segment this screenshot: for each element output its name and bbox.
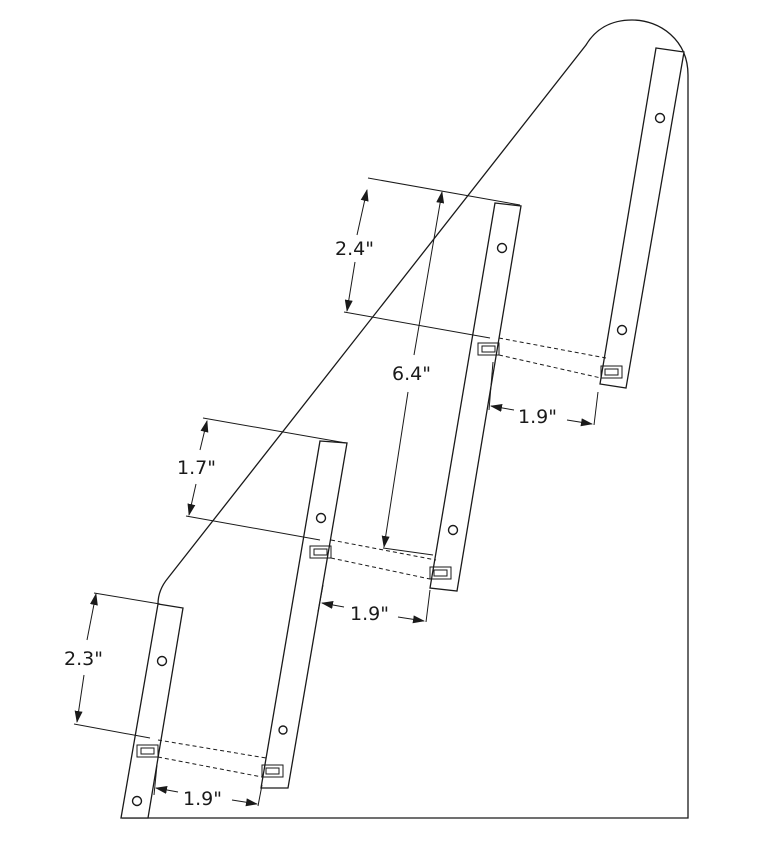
dashed-guides [157,337,607,778]
mount-hole [496,242,508,254]
step-panel-1 [120,603,184,819]
middle-step-depth-label: 1.9" [350,603,389,625]
slot-bracket [477,342,500,356]
mount-hole [156,655,168,667]
mount-hole [654,112,666,124]
slot-bracket [600,365,623,379]
mount-hole [278,725,288,735]
dimension-lines [74,189,593,807]
step-panel-4 [599,47,685,389]
mount-hole [616,324,628,336]
slot-bracket [136,744,159,758]
mount-hole [131,795,143,807]
slot-bracket [261,764,284,778]
mount-hole [315,512,327,524]
side-plate-outline [122,19,689,819]
slot-bracket [429,566,452,580]
top-step-depth-label: 1.9" [518,406,557,428]
mount-hole [447,524,459,536]
step-panel-2 [260,440,348,789]
bottom-rise-label: 2.3" [64,648,103,670]
step-panel-3 [429,202,522,592]
top-rise-label: 2.4" [335,238,374,260]
total-rise-label: 6.4" [392,363,431,385]
middle-rise-label: 1.7" [177,457,216,479]
slot-bracket [309,545,332,559]
bottom-step-depth-label: 1.9" [183,788,222,810]
